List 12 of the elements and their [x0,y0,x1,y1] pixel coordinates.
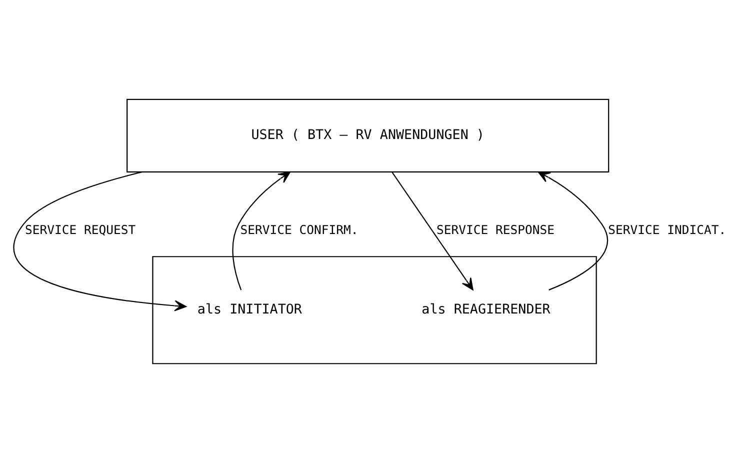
arrow [392,171,474,290]
cluster [152,256,597,364]
edge-label: SERVICE RESPONSE [436,222,554,237]
arrow [538,170,608,290]
node-box: USER ( BTX – RV ANWENDUNGEN ) [126,98,610,172]
arrow [14,170,187,311]
node-text: als INITIATOR [197,302,302,318]
edge-label: SERVICE INDICAT. [608,222,726,237]
node-text: als REAGIERENDER [422,302,550,318]
arrow [232,171,291,290]
edge-label: SERVICE REQUEST [24,222,136,237]
edge-label: SERVICE CONFIRM. [240,222,358,237]
